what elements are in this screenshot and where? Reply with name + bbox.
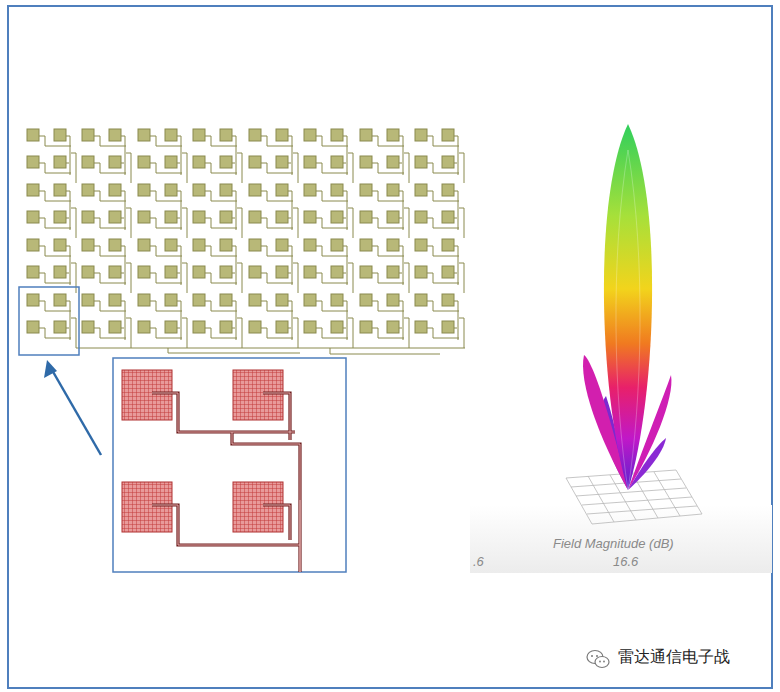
watermark: 雷达通信电子战 — [618, 648, 730, 666]
scale-value: 16.6 — [613, 555, 638, 570]
scale-value: .6 — [473, 555, 484, 570]
axis-caption: Field Magnitude (dB) — [553, 537, 674, 552]
